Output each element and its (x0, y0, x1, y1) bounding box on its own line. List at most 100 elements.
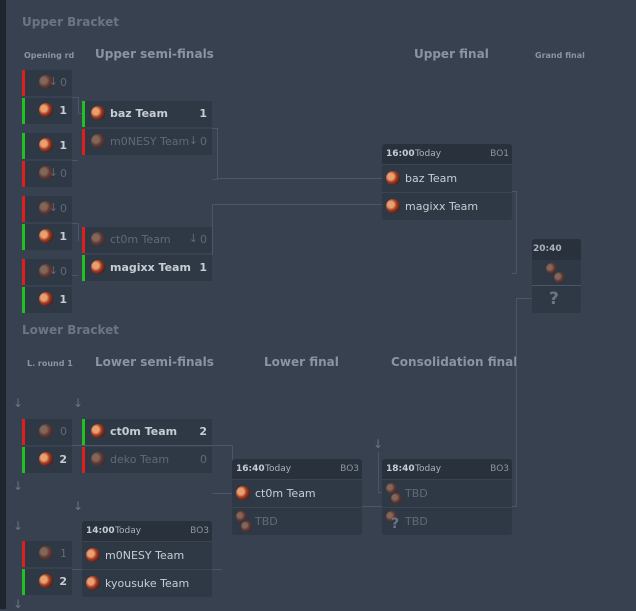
down-arrow-icon: ↓ (73, 499, 84, 513)
team-row[interactable]: baz Team (382, 164, 512, 192)
lower-semi-slot[interactable]: deko Team 0 (82, 447, 212, 473)
team-avatar-icon (39, 75, 53, 89)
score: 0 (60, 202, 67, 215)
team-name: baz Team (405, 172, 458, 185)
team-name: deko Team (110, 453, 170, 466)
opening-slot[interactable]: ↓0 (22, 196, 72, 222)
team-avatar-icon (236, 511, 247, 522)
team-row[interactable]: m0NESY Team (82, 541, 212, 569)
match-time: 16:00 (386, 149, 415, 159)
match-time: 18:40 (386, 464, 415, 474)
connector (516, 298, 533, 507)
down-arrow-icon: ↓ (48, 75, 58, 88)
team-avatar-icon (386, 483, 397, 494)
opening-slot[interactable]: 1 (22, 98, 72, 124)
team-avatar-icon (91, 452, 105, 466)
team-row[interactable]: TBD (232, 507, 362, 535)
lower-r1-slot[interactable]: 0 (22, 419, 72, 445)
team-name: m0NESY Team (110, 135, 190, 148)
lower-r1-slot[interactable]: 1 (22, 541, 72, 567)
match-format: BO3 (490, 464, 509, 474)
opening-slot[interactable]: 1 (22, 224, 72, 250)
team-avatar-icon (91, 134, 105, 148)
score: 0 (200, 135, 207, 148)
match-day: Today (415, 464, 442, 474)
match-format: BO3 (340, 464, 359, 474)
opening-slot[interactable]: 1 (22, 287, 72, 313)
semi-slot[interactable]: magixx Team 1 (82, 255, 212, 281)
lower-r1-slot[interactable]: 2 (22, 569, 72, 595)
down-arrow-icon: ↓ (373, 437, 384, 451)
team-row[interactable]: kyousuke Team (82, 569, 212, 597)
connector (78, 113, 82, 114)
down-arrow-icon: ↓ (13, 396, 24, 410)
team-avatar-icon (86, 548, 100, 562)
lower-r1-slot[interactable]: 2 (22, 447, 72, 473)
team-name: magixx Team (110, 261, 191, 274)
connector (72, 445, 232, 446)
semi-slot[interactable]: ct0m Team↓0 (82, 227, 212, 253)
down-arrow-icon: ↓ (13, 519, 24, 533)
team-avatar-icon (236, 486, 250, 500)
team-avatar-icon (39, 292, 53, 306)
score: 2 (199, 425, 207, 438)
team-avatar-icon (39, 452, 53, 466)
opening-slot[interactable]: ↓0 (22, 161, 72, 187)
team-avatar-icon (386, 511, 397, 522)
team-name: TBD (405, 515, 428, 528)
team-name: TBD (255, 515, 278, 528)
upper-bracket-title: Upper Bracket (22, 15, 119, 29)
opening-slot[interactable]: ↓0 (22, 259, 72, 285)
opening-slot[interactable]: ↓0 (22, 70, 72, 96)
down-arrow-icon: ↓ (48, 264, 58, 277)
semi-slot[interactable]: m0NESY Team↓0 (82, 129, 212, 155)
score: 0 (200, 453, 207, 466)
connector (212, 128, 218, 180)
match-time: 16:40 (236, 464, 265, 474)
down-arrow-icon: ↓ (13, 479, 24, 493)
team-avatar-icon (91, 232, 105, 246)
team-avatar-icon (39, 574, 53, 588)
team-name: ct0m Team (255, 487, 316, 500)
score: 1 (199, 261, 207, 274)
down-arrow-icon: ↓ (48, 166, 58, 179)
team-avatar-icon (39, 229, 53, 243)
team-name: ct0m Team (110, 425, 178, 438)
score: 1 (59, 139, 67, 152)
connector (72, 275, 78, 276)
grand-final-card[interactable]: 20:40 ? (532, 239, 581, 313)
match-time: 14:00 (86, 526, 115, 536)
team-avatar-icon (39, 424, 53, 438)
match-format: BO3 (190, 526, 209, 536)
match-day: Today (265, 464, 292, 474)
team-avatar-icon (386, 199, 400, 213)
divider (532, 285, 581, 286)
team-avatar-icon (39, 264, 53, 278)
round-upper-semis: Upper semi-finals (95, 47, 214, 61)
team-avatar-icon (241, 521, 252, 532)
team-row[interactable]: magixx Team (382, 192, 512, 220)
lower-semi-slot[interactable]: ct0m Team 2 (82, 419, 212, 445)
score: 1 (59, 230, 67, 243)
team-row[interactable]: TBD (382, 479, 512, 507)
team-name: magixx Team (405, 200, 479, 213)
team-avatar-icon (546, 263, 557, 274)
score: 1 (59, 293, 67, 306)
score: 0 (60, 265, 67, 278)
team-row[interactable]: ct0m Team (232, 479, 362, 507)
connector (217, 178, 382, 179)
team-row[interactable]: ?TBD (382, 507, 512, 535)
team-avatar-icon (386, 171, 400, 185)
score: 1 (60, 547, 67, 560)
opening-slot[interactable]: 1 (22, 133, 72, 159)
round-opening: Opening rd (24, 51, 75, 60)
team-avatar-icon (39, 103, 53, 117)
